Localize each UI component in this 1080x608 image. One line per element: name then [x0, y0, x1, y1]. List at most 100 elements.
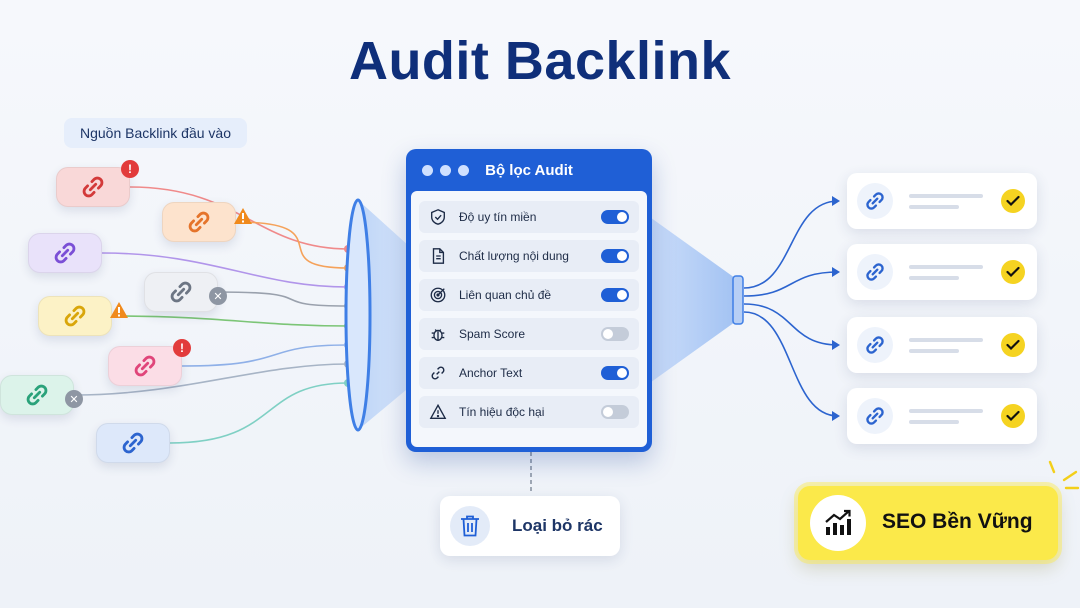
- criterion-toggle[interactable]: [601, 327, 629, 341]
- input-wire: [217, 291, 349, 307]
- window-dot: [440, 165, 451, 176]
- error-badge-icon: !: [173, 339, 191, 357]
- criterion-domain-authority: Độ uy tín miền: [419, 201, 639, 233]
- link-icon-wrap: [857, 398, 893, 434]
- removed-badge-icon: ✕: [209, 287, 227, 305]
- arrow-head: [832, 411, 840, 421]
- shield-check-icon: [431, 209, 445, 225]
- criterion-toxic-signals: Tín hiệu độc hại: [419, 396, 639, 428]
- link-icon-wrap: [857, 254, 893, 290]
- growth-chart-icon: [810, 495, 866, 551]
- output-wire: [743, 200, 839, 289]
- placeholder-line: [909, 265, 983, 269]
- removed-badge-icon: ✕: [65, 390, 83, 408]
- link-icon: [64, 305, 86, 327]
- source-link-3[interactable]: [28, 233, 102, 273]
- criterion-label: Chất lượng nội dung: [459, 249, 569, 263]
- placeholder-line: [909, 409, 983, 413]
- criterion-label: Tín hiệu độc hại: [459, 405, 545, 419]
- panel-title: Bộ lọc Audit: [485, 162, 573, 179]
- link-icon: [170, 281, 192, 303]
- output-wire: [743, 303, 839, 346]
- warning-badge-icon: [233, 207, 253, 225]
- placeholder-line: [909, 205, 959, 209]
- source-label: Nguồn Backlink đầu vào: [64, 118, 247, 148]
- trash-label: Loại bỏ rác: [512, 516, 603, 535]
- link-icon: [431, 366, 445, 380]
- link-icon: [188, 211, 210, 233]
- panel-header: Bộ lọc Audit: [406, 149, 652, 191]
- criterion-content-quality: Chất lượng nội dung: [419, 240, 639, 272]
- source-link-2[interactable]: [162, 202, 252, 242]
- input-wire: [111, 315, 349, 327]
- error-badge-icon: !: [121, 160, 139, 178]
- approved-link-card[interactable]: [847, 388, 1037, 444]
- arrow-head: [832, 340, 840, 350]
- input-wire: [73, 363, 349, 396]
- check-icon: [1001, 260, 1025, 284]
- approved-link-card[interactable]: [847, 173, 1037, 229]
- source-link-8[interactable]: [96, 423, 170, 463]
- placeholder-line: [909, 420, 959, 424]
- link-icon: [866, 336, 884, 354]
- criterion-label: Anchor Text: [459, 366, 523, 380]
- source-link-4[interactable]: ✕: [144, 272, 227, 312]
- approved-link-card[interactable]: [847, 244, 1037, 300]
- placeholder-line: [909, 349, 959, 353]
- check-icon: [1001, 404, 1025, 428]
- criterion-toggle[interactable]: [601, 288, 629, 302]
- document-icon: [432, 248, 445, 264]
- criterion-toggle[interactable]: [601, 249, 629, 263]
- warning-icon: [429, 403, 447, 419]
- page-title: Audit Backlink: [348, 31, 732, 91]
- source-link-1[interactable]: !: [56, 160, 139, 207]
- sustainable-seo-card: SEO Bền Vững: [798, 486, 1058, 560]
- criterion-toggle[interactable]: [601, 405, 629, 419]
- seo-label: SEO Bền Vững: [882, 510, 1033, 533]
- input-wire: [101, 252, 349, 288]
- link-icon: [26, 384, 48, 406]
- link-icon: [134, 355, 156, 377]
- link-icon: [82, 176, 104, 198]
- criterion-label: Liên quan chủ đề: [459, 288, 552, 302]
- input-wire: [169, 382, 349, 444]
- input-wire: [181, 344, 349, 367]
- link-icon: [54, 242, 76, 264]
- approved-link-card[interactable]: [847, 317, 1037, 373]
- trash-icon: [450, 506, 490, 546]
- link-icon-wrap: [857, 327, 893, 363]
- check-icon: [1001, 333, 1025, 357]
- criterion-anchor-text: Anchor Text: [419, 357, 639, 389]
- criterion-label: Độ uy tín miền: [459, 210, 537, 224]
- criteria-list: Độ uy tín miền Chất lượng nội dung Liên …: [411, 191, 647, 447]
- sparkle-icon: [1048, 460, 1080, 490]
- window-dot: [458, 165, 469, 176]
- output-wire: [743, 311, 839, 417]
- link-icon: [866, 192, 884, 210]
- window-dot: [422, 165, 433, 176]
- criterion-toggle[interactable]: [601, 366, 629, 380]
- criterion-topic-relevance: Liên quan chủ đề: [419, 279, 639, 311]
- source-link-6[interactable]: !: [108, 339, 191, 386]
- funnel-outlet: [640, 210, 744, 390]
- placeholder-line: [909, 276, 959, 280]
- link-icon-wrap: [857, 183, 893, 219]
- output-wire: [743, 271, 839, 297]
- warning-badge-icon: [109, 301, 129, 319]
- criterion-toggle[interactable]: [601, 210, 629, 224]
- source-link-5[interactable]: [38, 296, 128, 336]
- input-wire: [235, 221, 349, 269]
- link-icon: [866, 263, 884, 281]
- placeholder-line: [909, 338, 983, 342]
- target-icon: [430, 287, 446, 303]
- criterion-spam-score: Spam Score: [419, 318, 639, 350]
- arrow-head: [832, 267, 840, 277]
- link-icon: [866, 407, 884, 425]
- audit-filter-panel: Bộ lọc Audit Độ uy tín miền Chất lượng n…: [406, 149, 652, 452]
- bug-icon: [431, 329, 445, 341]
- arrow-head: [832, 196, 840, 206]
- discard-spam-card[interactable]: Loại bỏ rác: [440, 496, 620, 556]
- link-icon: [122, 432, 144, 454]
- check-icon: [1001, 189, 1025, 213]
- source-link-7[interactable]: ✕: [0, 375, 83, 415]
